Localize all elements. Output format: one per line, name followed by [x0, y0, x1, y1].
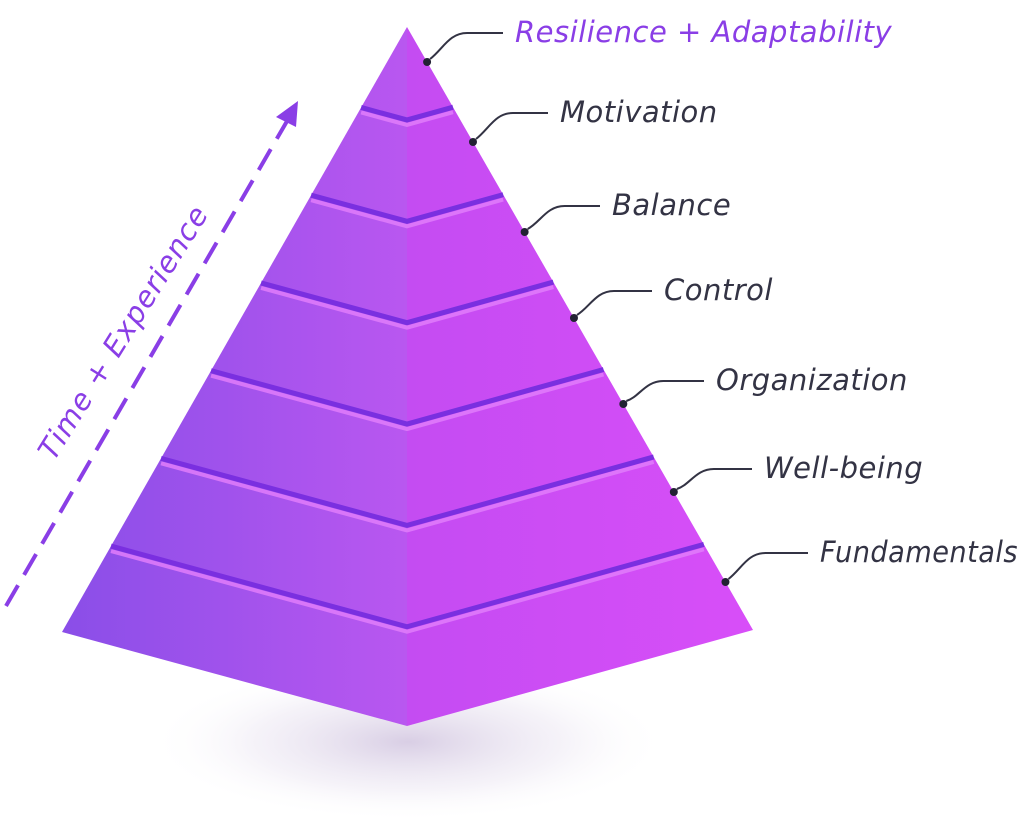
tier-separator-highlight: [360, 110, 454, 127]
tier-separator-highlight: [110, 547, 705, 634]
leader-line: [475, 112, 548, 140]
arrow-head-icon: [276, 101, 298, 127]
tier-separator-shadow: [310, 192, 504, 224]
tier-separator-highlight: [260, 285, 554, 330]
tier-separator-shadow: [260, 279, 555, 326]
tier-separator-shadow: [210, 367, 605, 427]
tier-separator-highlight: [210, 372, 605, 432]
leader-line: [676, 468, 752, 490]
tier-label: Control: [664, 273, 773, 307]
leader-dot: [423, 58, 432, 66]
leader-dot: [669, 488, 678, 496]
leader-line: [727, 552, 808, 580]
leader-line: [429, 32, 503, 60]
tier-label: Organization: [716, 363, 908, 397]
pyramid-body: [62, 27, 753, 726]
leader-line: [625, 380, 704, 402]
tier-label: Balance: [612, 188, 731, 222]
tier-label: Fundamentals: [820, 535, 1018, 569]
tier-separator-shadow: [160, 454, 655, 528]
dashed-arrow-line: [4, 114, 292, 608]
tier-callout: Resilience + Adaptability: [423, 15, 892, 66]
progression-arrow: [4, 101, 298, 608]
tier-separator-highlight: [310, 197, 504, 229]
tier-callout: Control: [569, 273, 773, 322]
tier-callouts: Resilience + AdaptabilityMotivationBalan…: [423, 15, 1018, 586]
leader-dot: [619, 400, 628, 408]
tier-callout: Organization: [619, 363, 908, 408]
tier-label: Well-being: [764, 451, 923, 485]
tier-callout: Fundamentals: [721, 535, 1018, 586]
tier-callout: Motivation: [468, 95, 718, 146]
tier-callout: Balance: [520, 188, 731, 236]
tier-separators: [110, 104, 705, 634]
leader-dot: [468, 138, 477, 146]
tier-separator-shadow: [110, 541, 705, 630]
leader-line: [576, 290, 652, 316]
tier-callout: Well-being: [669, 451, 923, 496]
leader-dot: [569, 314, 578, 322]
leader-dot: [721, 578, 730, 586]
pyramid-shadow: [148, 662, 668, 822]
leader-line: [527, 205, 600, 230]
tier-label: Motivation: [560, 95, 718, 129]
tier-separator-shadow: [360, 104, 454, 123]
tier-separator-highlight: [160, 460, 655, 533]
tier-label: Resilience + Adaptability: [515, 15, 893, 49]
leader-dot: [520, 228, 529, 236]
